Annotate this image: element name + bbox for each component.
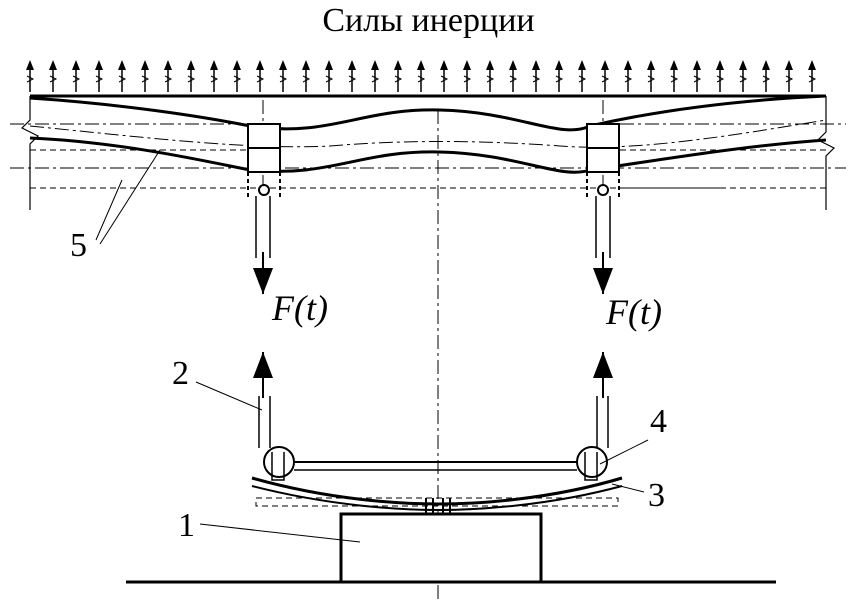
label-1: 1 <box>178 507 195 544</box>
inertia-arrow <box>325 60 334 92</box>
label-5: 5 <box>70 227 87 264</box>
label-3: 3 <box>648 477 665 514</box>
leader-lines <box>95 149 649 543</box>
beam-upper-contour <box>29 94 827 132</box>
inertia-arrow <box>371 60 380 92</box>
inertia-arrow <box>302 60 311 92</box>
break-symbol-right <box>816 96 836 210</box>
inertia-arrow <box>394 60 403 92</box>
inertia-arrow <box>95 60 104 92</box>
spring-plate <box>251 476 623 512</box>
inertia-arrow <box>532 60 541 92</box>
inertia-arrow <box>486 60 495 92</box>
rod-left <box>258 396 271 448</box>
force-label-right: F(t) <box>605 292 662 332</box>
inertia-arrow <box>578 60 587 92</box>
label-2: 2 <box>172 355 189 392</box>
inertia-arrow <box>601 60 610 92</box>
roller-right <box>576 446 608 478</box>
inertia-arrow <box>348 60 357 92</box>
inertia-arrow <box>693 60 702 92</box>
inertia-arrow <box>509 60 518 92</box>
inertia-arrow <box>72 60 81 92</box>
break-symbol-left <box>20 96 40 210</box>
deformed-beam <box>10 94 846 600</box>
inertia-arrow <box>440 60 449 92</box>
inertia-arrow <box>647 60 656 92</box>
inertia-arrow <box>785 60 794 92</box>
inertia-arrow <box>118 60 127 92</box>
inertia-arrow <box>49 60 58 92</box>
force-arrows-down <box>253 252 613 294</box>
inertia-arrow <box>26 60 35 92</box>
base-block <box>126 498 776 584</box>
inertia-arrow <box>808 60 817 92</box>
inertia-arrow <box>624 60 633 92</box>
inertia-arrow <box>762 60 771 92</box>
inertia-arrow <box>210 60 219 92</box>
rollers <box>263 446 608 481</box>
lower-rods <box>253 352 613 448</box>
label-4: 4 <box>650 403 667 440</box>
beam-neutral-line <box>29 119 827 148</box>
beam-lower-contour <box>29 136 827 174</box>
inertia-arrow <box>141 60 150 92</box>
inertia-arrow <box>187 60 196 92</box>
inertia-force-arrows <box>26 60 817 92</box>
inertia-arrow <box>279 60 288 92</box>
diagram-title: Силы инерции <box>322 2 535 39</box>
inertia-arrow <box>417 60 426 92</box>
inertia-arrow <box>716 60 725 92</box>
right-attachment-block <box>586 123 726 258</box>
inertia-arrow <box>555 60 564 92</box>
inertia-arrow <box>233 60 242 92</box>
inertia-arrow <box>670 60 679 92</box>
inertia-arrow <box>164 60 173 92</box>
force-label-left: F(t) <box>271 288 328 328</box>
inertia-arrow <box>739 60 748 92</box>
inertia-arrow <box>256 60 265 92</box>
roller-left <box>263 446 295 478</box>
rod-right <box>596 396 609 448</box>
left-attachment-block <box>247 123 281 258</box>
inertia-arrow <box>463 60 472 92</box>
